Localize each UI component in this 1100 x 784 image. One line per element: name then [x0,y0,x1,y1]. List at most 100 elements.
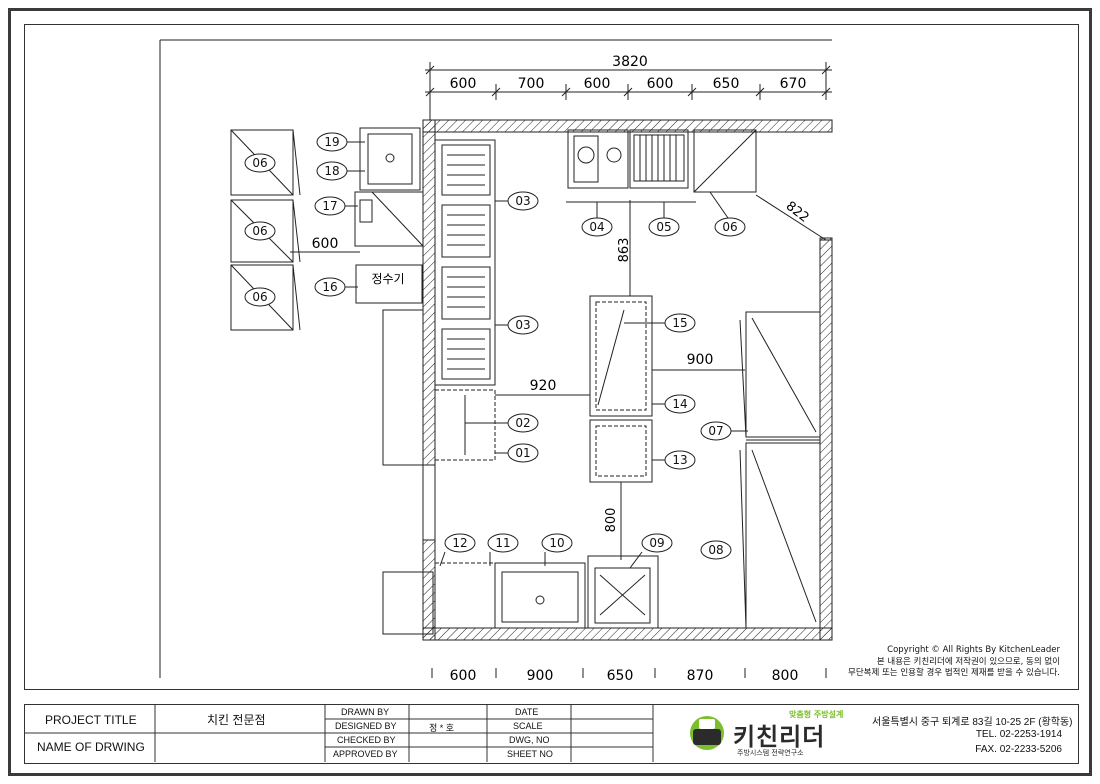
title-block: PROJECT TITLE 치킨 전문점 NAME OF DRWING DRAW… [24,704,1079,764]
dim-top-4: 600 [647,76,674,92]
svg-text:12: 12 [452,536,467,550]
dim-bottom-2: 900 [527,668,554,684]
company-fax: FAX. 02-2233-5206 [975,744,1062,755]
dwg-no-label: DWG, NO [509,735,550,745]
center-island [589,200,745,560]
logo-tagline: 맞춤형 주방설계 [789,710,844,719]
kitchenleader-logo: 맞춤형 주방설계 키친리더 주방시스템 전략연구소 [687,709,857,759]
bottom-counter-line [382,555,659,635]
tag-04: 04 [581,202,613,237]
svg-text:15: 15 [672,316,687,330]
tag-06-top: 06 [709,191,746,237]
right-storage-units [739,311,821,629]
dim-total-width: 3820 [612,54,648,70]
tag-19: 19 [316,132,365,152]
svg-text:09: 09 [649,536,664,550]
water-purifier-label: 정수기 [371,272,404,286]
logo-name: 키친리더 [733,723,826,751]
dim-600-left: 600 [312,236,339,252]
dim-bottom-1: 600 [450,668,477,684]
tag-10: 10 [541,533,573,566]
dim-822: 822 [783,199,812,226]
dim-bottom-4: 870 [687,668,714,684]
tag-13: 13 [652,450,696,470]
dim-top-3: 600 [584,76,611,92]
svg-text:03: 03 [515,194,530,208]
tag-09: 09 [629,533,673,569]
top-dimension-lines [425,62,832,120]
copyright-line-1: Copyright © All Rights By KitchenLeader [887,645,1060,655]
svg-text:19: 19 [324,135,339,149]
item-tags: 19 18 17 16 06 06 06 03 03 02 01 04 05 0… [244,132,748,569]
dim-900: 900 [687,352,714,368]
sheet-corner-lines [159,39,832,678]
tag-06-left-2: 06 [244,221,276,241]
approved-by-label: APPROVED BY [333,749,398,759]
dim-top-5: 650 [713,76,740,92]
tag-07: 07 [700,421,748,441]
dim-top-2: 700 [518,76,545,92]
dim-bottom-3: 650 [607,668,634,684]
dim-top-6: 670 [780,76,807,92]
sheet-no-label: SHEET NO [507,749,553,759]
copyright-line-2: 본 내용은 키친리더에 저작권이 있으므로, 동의 없이 [876,656,1060,667]
tag-14: 14 [652,394,696,414]
company-address: 서울특별시 중구 퇴계로 83길 10-25 2F (황학동) [872,717,1073,728]
svg-text:13: 13 [672,453,687,467]
svg-text:03: 03 [515,318,530,332]
tag-01: 01 [495,443,539,463]
checked-by-label: CHECKED BY [337,735,396,745]
bottom-dimension-ticks [431,668,827,678]
tag-17: 17 [314,196,358,216]
left-sink-and-purifier [354,127,424,466]
drawn-by-label: DRAWN BY [341,707,390,717]
drawing-area-border [24,24,1079,690]
tag-15: 15 [624,313,696,333]
svg-text:16: 16 [322,280,337,294]
scale-label: SCALE [513,721,543,731]
svg-text:02: 02 [515,416,530,430]
logo-subtitle: 주방시스템 전략연구소 [737,749,804,757]
tag-03-bottom: 03 [495,315,539,335]
left-rack-counter [434,139,590,461]
designer-name: 정 * 호 [429,723,455,733]
drawing-outer-border [8,8,1092,776]
project-title-value: 치킨 전문점 [207,713,266,727]
tag-03-top: 03 [495,191,539,211]
tag-08: 08 [700,540,732,560]
svg-text:18: 18 [324,164,339,178]
tag-05: 05 [648,202,680,237]
company-tel: TEL. 02-2253-1914 [975,729,1062,740]
project-title-label: PROJECT TITLE [45,713,137,727]
svg-text:06: 06 [252,156,267,170]
top-cooking-line [566,129,832,241]
svg-text:17: 17 [322,199,337,213]
tag-16: 16 [314,277,358,297]
svg-text:06: 06 [252,290,267,304]
dim-863: 863 [617,238,632,263]
dim-920: 920 [530,378,557,394]
svg-text:06: 06 [722,220,737,234]
tag-06-left-1: 06 [244,153,276,173]
tag-12: 12 [439,533,476,567]
walls [422,119,833,641]
svg-text:08: 08 [708,543,723,557]
tag-18: 18 [316,161,365,181]
date-label: DATE [515,707,539,717]
designed-by-label: DESIGNED BY [335,721,397,731]
svg-text:04: 04 [589,220,604,234]
tag-02: 02 [465,413,539,433]
title-block-grid [25,705,654,762]
copyright-notice: Copyright © All Rights By KitchenLeader … [848,645,1060,680]
dim-800-vertical: 800 [604,508,619,533]
dim-bottom-5: 800 [772,668,799,684]
drawing-name-label: NAME OF DRWING [37,740,145,754]
dim-top-1: 600 [450,76,477,92]
svg-text:05: 05 [656,220,671,234]
logo-mark-icon [690,716,724,750]
tag-06-left-3: 06 [244,287,276,307]
svg-text:07: 07 [708,424,723,438]
copyright-line-3: 무단복제 또는 인용할 경우 법적인 제재를 받을 수 있습니다. [848,668,1060,678]
tag-11: 11 [487,533,519,566]
